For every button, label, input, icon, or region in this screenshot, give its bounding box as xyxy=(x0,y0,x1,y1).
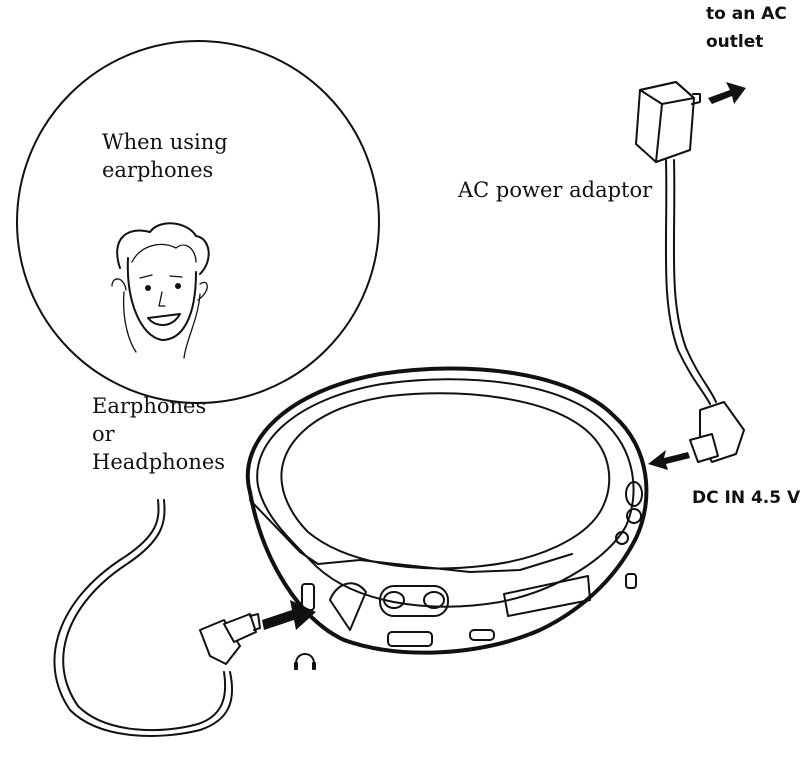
dc-in-label: DC IN 4.5 V xyxy=(692,488,801,508)
headphone-jack-icon xyxy=(294,653,316,670)
arrow-dc-in-icon xyxy=(648,450,690,470)
headphone-plug xyxy=(53,499,261,737)
face-illustration xyxy=(111,222,210,359)
adaptor-label: AC power adaptor xyxy=(458,178,653,202)
outlet-label: to an AC outlet xyxy=(706,4,787,52)
cd-player xyxy=(245,366,649,655)
earphones-callout xyxy=(16,40,380,404)
earphones-label: Earphones or Headphones xyxy=(92,394,226,474)
ac-adaptor xyxy=(635,81,745,463)
arrow-to-outlet-icon xyxy=(708,82,746,104)
callout-label: When using earphones xyxy=(102,130,228,182)
